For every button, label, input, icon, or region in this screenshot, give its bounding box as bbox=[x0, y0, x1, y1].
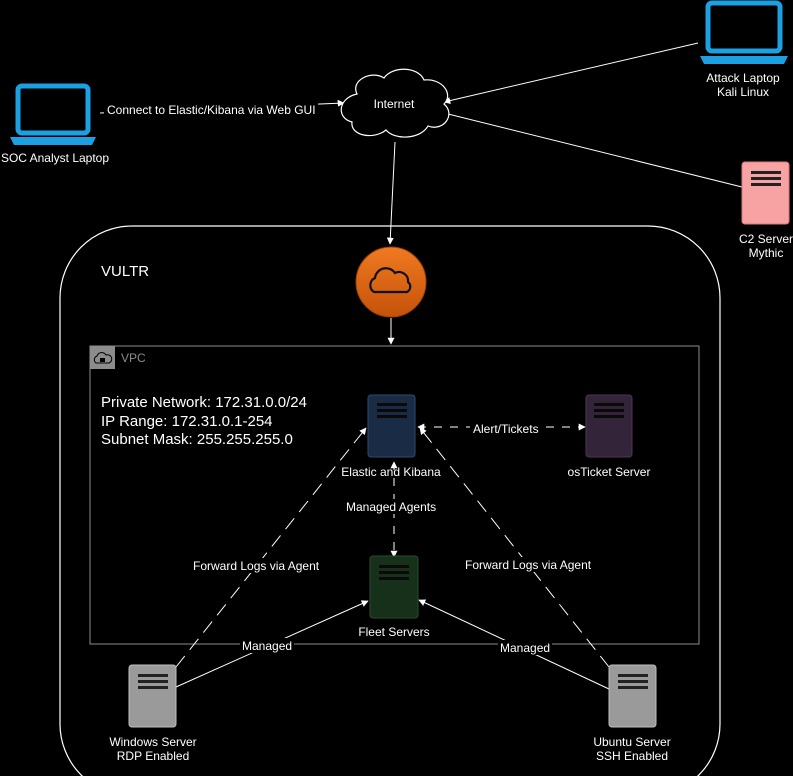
edge-c2-internet bbox=[431, 109, 743, 188]
edge-label-managed-left: Managed bbox=[242, 639, 292, 653]
elastic-kibana-server[interactable]: Elastic and Kibana bbox=[341, 394, 441, 479]
lock-cloud-icon bbox=[90, 346, 115, 369]
server-icon bbox=[367, 394, 416, 458]
fleet-label: Fleet Servers bbox=[358, 625, 429, 639]
soc-laptop-label: SOC Analyst Laptop bbox=[1, 151, 109, 165]
c2-server-label-1: C2 Server bbox=[739, 232, 793, 246]
attack-laptop-label-1: Attack Laptop bbox=[706, 71, 780, 85]
vultr-cloud-icon[interactable] bbox=[355, 246, 427, 318]
c2-server[interactable]: C2 Server Mythic bbox=[739, 161, 793, 260]
edge-internet-vultr bbox=[386, 141, 396, 245]
osticket-label: osTicket Server bbox=[568, 465, 651, 479]
vpc-container bbox=[89, 345, 700, 645]
network-info-line2: IP Range: 172.31.0.1-254 bbox=[101, 413, 273, 430]
network-info-line3: Subnet Mask: 255.255.255.0 bbox=[101, 431, 293, 448]
elastic-kibana-label: Elastic and Kibana bbox=[341, 465, 441, 479]
edge-label-alert-tickets: Alert/Tickets bbox=[473, 422, 539, 436]
server-icon bbox=[128, 664, 177, 728]
attack-laptop[interactable]: Attack Laptop Kali Linux bbox=[700, 0, 788, 99]
server-icon bbox=[741, 161, 790, 225]
edge-label-soc-internet: Connect to Elastic/Kibana via Web GUI bbox=[107, 103, 316, 117]
edge-attack-internet bbox=[443, 42, 699, 104]
network-info: Private Network: 172.31.0.0/24 IP Range:… bbox=[101, 394, 307, 448]
osticket-server[interactable]: osTicket Server bbox=[568, 394, 651, 479]
cloud-icon bbox=[340, 68, 450, 138]
internet-label: Internet bbox=[374, 97, 415, 111]
edge-label-forward-logs-right: Forward Logs via Agent bbox=[465, 558, 592, 572]
server-icon bbox=[608, 664, 657, 728]
laptop-icon bbox=[10, 83, 96, 145]
ubuntu-server-label-2: SSH Enabled bbox=[596, 749, 668, 763]
windows-server-label-2: RDP Enabled bbox=[117, 749, 190, 763]
ubuntu-server[interactable]: Ubuntu Server SSH Enabled bbox=[593, 664, 671, 763]
attack-laptop-label-2: Kali Linux bbox=[717, 85, 769, 99]
windows-server[interactable]: Windows Server RDP Enabled bbox=[109, 664, 197, 763]
server-icon bbox=[369, 555, 419, 619]
edge-label-forward-logs-left: Forward Logs via Agent bbox=[193, 559, 320, 573]
network-info-line1: Private Network: 172.31.0.0/24 bbox=[101, 394, 307, 411]
soc-laptop[interactable]: SOC Analyst Laptop bbox=[1, 83, 109, 165]
c2-server-label-2: Mythic bbox=[749, 246, 784, 260]
vultr-label: VULTR bbox=[101, 263, 149, 280]
laptop-icon bbox=[700, 0, 788, 64]
server-icon bbox=[585, 394, 633, 458]
ubuntu-server-label-1: Ubuntu Server bbox=[593, 735, 670, 749]
edge-label-managed-agents: Managed Agents bbox=[346, 500, 436, 514]
windows-server-label-1: Windows Server bbox=[109, 735, 196, 749]
edge-ubuntu-elastic bbox=[419, 427, 610, 668]
vpc-label: VPC bbox=[121, 351, 146, 365]
edge-windows-elastic bbox=[175, 427, 367, 668]
edge-label-managed-right: Managed bbox=[500, 641, 550, 655]
internet-node[interactable]: Internet bbox=[340, 68, 450, 138]
fleet-server[interactable]: Fleet Servers bbox=[358, 555, 430, 639]
vultr-container bbox=[59, 225, 721, 776]
